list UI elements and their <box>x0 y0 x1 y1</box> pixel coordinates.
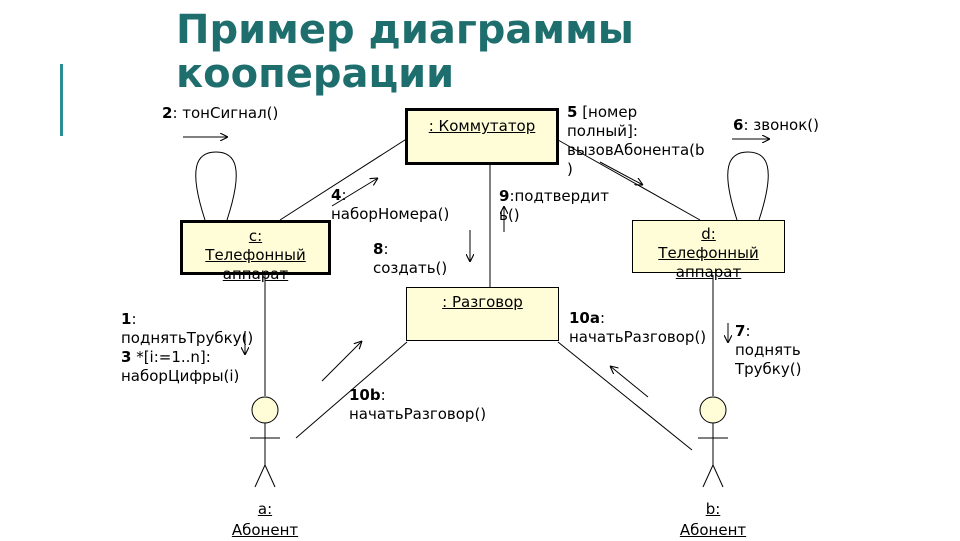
message-5-line-3: вызовАбонента(b <box>567 141 705 159</box>
title-line-1: Пример диаграммы <box>176 7 634 53</box>
actor-b-line-2: Абонент <box>679 521 747 539</box>
message-7-line-3: Трубку() <box>735 360 802 378</box>
accent-bar <box>60 64 63 136</box>
message-9-line-1: :подтвердит <box>509 187 610 205</box>
arrow-msg-10b <box>321 341 362 382</box>
message-7: 7: поднять Трубку() <box>735 322 801 379</box>
message-9-line-2: ь() <box>499 206 520 224</box>
message-10a: 10a: начатьРазговор() <box>569 309 706 347</box>
object-phone-c-line-1: c: <box>248 227 263 245</box>
link-phone-c-kommutator <box>279 137 409 221</box>
message-5-line-1: [номер <box>577 103 638 121</box>
actor-b-figure <box>698 396 728 488</box>
actor-a-label: a: Абонент <box>215 499 315 541</box>
object-razgovor: : Разговор <box>406 287 559 341</box>
message-7-line-1: : <box>745 322 751 340</box>
message-8-line-1: : <box>383 240 389 258</box>
arrow-msg-10a <box>610 366 649 398</box>
actor-b-line-1: b: <box>705 500 721 518</box>
message-1-3: 1: поднятьТрубку() 3 *[i:=1..n]: наборЦи… <box>121 310 253 386</box>
message-4-line-1: : <box>341 186 347 204</box>
title-line-2: кооперации <box>176 51 455 97</box>
self-loop-phone-d <box>727 151 769 221</box>
message-3-line-2: наборЦифры(i) <box>121 367 240 385</box>
message-8-line-2: создать() <box>373 259 448 277</box>
message-10b: 10b: начатьРазговор() <box>349 386 486 424</box>
message-5-line-2: полный]: <box>567 122 638 140</box>
message-7-number: 7 <box>735 322 746 340</box>
message-10a-line-1: : <box>600 309 606 327</box>
arrow-msg-4 <box>331 178 378 207</box>
message-9: 9:подтвердит ь() <box>499 187 609 225</box>
message-6: 6: звонок() <box>733 116 819 135</box>
message-6-number: 6 <box>733 116 744 134</box>
message-8-number: 8 <box>373 240 384 258</box>
message-5-line-4: ) <box>567 160 573 178</box>
message-7-line-2: поднять <box>735 341 801 359</box>
object-phone-c-line-3: аппарат <box>222 265 289 283</box>
message-4: 4: наборНомера() <box>331 186 449 224</box>
message-5: 5 [номер полный]: вызовАбонента(b ) <box>567 103 705 179</box>
message-1-number: 1 <box>121 310 132 328</box>
object-razgovor-label: : Разговор <box>442 293 523 311</box>
object-phone-d-line-1: d: <box>701 225 716 243</box>
link-kommutator-phone-d <box>557 139 701 221</box>
message-3-line-1: *[i:=1..n]: <box>131 348 211 366</box>
message-10b-line-2: начатьРазговор() <box>349 405 487 423</box>
object-kommutator-label: : Коммутатор <box>428 117 536 135</box>
object-phone-d: d: Телефонный аппарат <box>632 220 785 281</box>
message-10a-number: 10a <box>569 309 600 327</box>
message-1-line-2: поднятьТрубку() <box>121 329 254 347</box>
link-razgovor-actor-a <box>295 341 408 439</box>
message-2: 2: тонСигнал() <box>162 104 278 123</box>
object-phone-c: c: Телефонный аппарат <box>180 220 331 283</box>
object-phone-d-line-2: Телефонный <box>658 244 759 262</box>
actor-a-figure <box>250 396 280 488</box>
link-razgovor-actor-b <box>557 341 693 451</box>
message-5-number: 5 <box>567 103 578 121</box>
self-loop-phone-c <box>195 151 237 221</box>
message-8: 8: создать() <box>373 240 447 278</box>
actor-a-line-2: Абонент <box>231 521 299 539</box>
message-4-number: 4 <box>331 186 342 204</box>
actor-a-line-1: a: <box>257 500 273 518</box>
message-2-text: : тонСигнал() <box>172 104 279 122</box>
object-phone-c-line-2: Телефонный <box>205 246 306 264</box>
object-kommutator: : Коммутатор <box>405 108 559 165</box>
message-10b-line-1: : <box>380 386 386 404</box>
message-6-text: : звонок() <box>743 116 820 134</box>
actor-b-label: b: Абонент <box>663 499 763 541</box>
message-10b-number: 10b <box>349 386 381 404</box>
message-1-line-1: : <box>131 310 137 328</box>
message-2-number: 2 <box>162 104 173 122</box>
message-3-number: 3 <box>121 348 132 366</box>
arrow-msg-5 <box>599 161 643 185</box>
message-10a-line-2: начатьРазговор() <box>569 328 707 346</box>
message-9-number: 9 <box>499 187 510 205</box>
page-title: Пример диаграммы кооперации <box>176 8 634 96</box>
message-4-line-2: наборНомера() <box>331 205 450 223</box>
object-phone-d-line-3: аппарат <box>675 263 742 281</box>
